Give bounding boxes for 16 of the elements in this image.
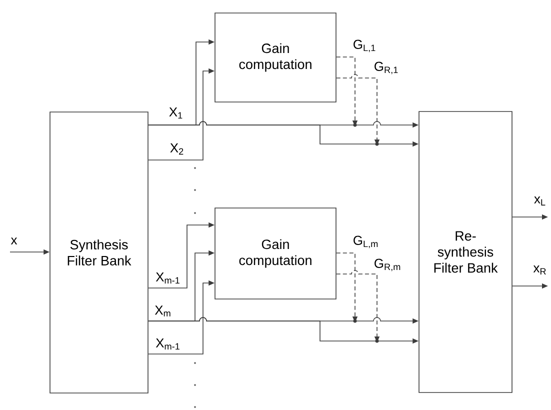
edge-label: X$_{m-1}$ xyxy=(155,338,181,350)
edge-label: X$_{2}$ xyxy=(169,142,185,156)
edge-label: X$_{m}$ xyxy=(154,305,172,317)
process-box: Synthesis Filter Bank xyxy=(50,112,148,394)
process-box: Gain computation xyxy=(214,208,336,300)
process-box: Gain computation xyxy=(214,12,336,102)
edge-label: x$_{R}$ xyxy=(532,265,548,275)
edge-label: G$_{R,1}$ xyxy=(373,61,400,75)
edge-label: G$_{L,m}$ xyxy=(352,235,380,249)
process-box: Re-synthesis Filter Bank xyxy=(418,111,512,393)
edge-label: x$_{L}$ xyxy=(533,196,547,206)
edge-label: X$_{m-1}$ xyxy=(155,272,181,284)
edge-label: x xyxy=(10,237,18,245)
edge-label: X$_{1}$ xyxy=(168,106,184,120)
edge-label: G$_{L,1}$ xyxy=(352,39,377,53)
edge-label: G$_{R,m}$ xyxy=(373,258,402,272)
